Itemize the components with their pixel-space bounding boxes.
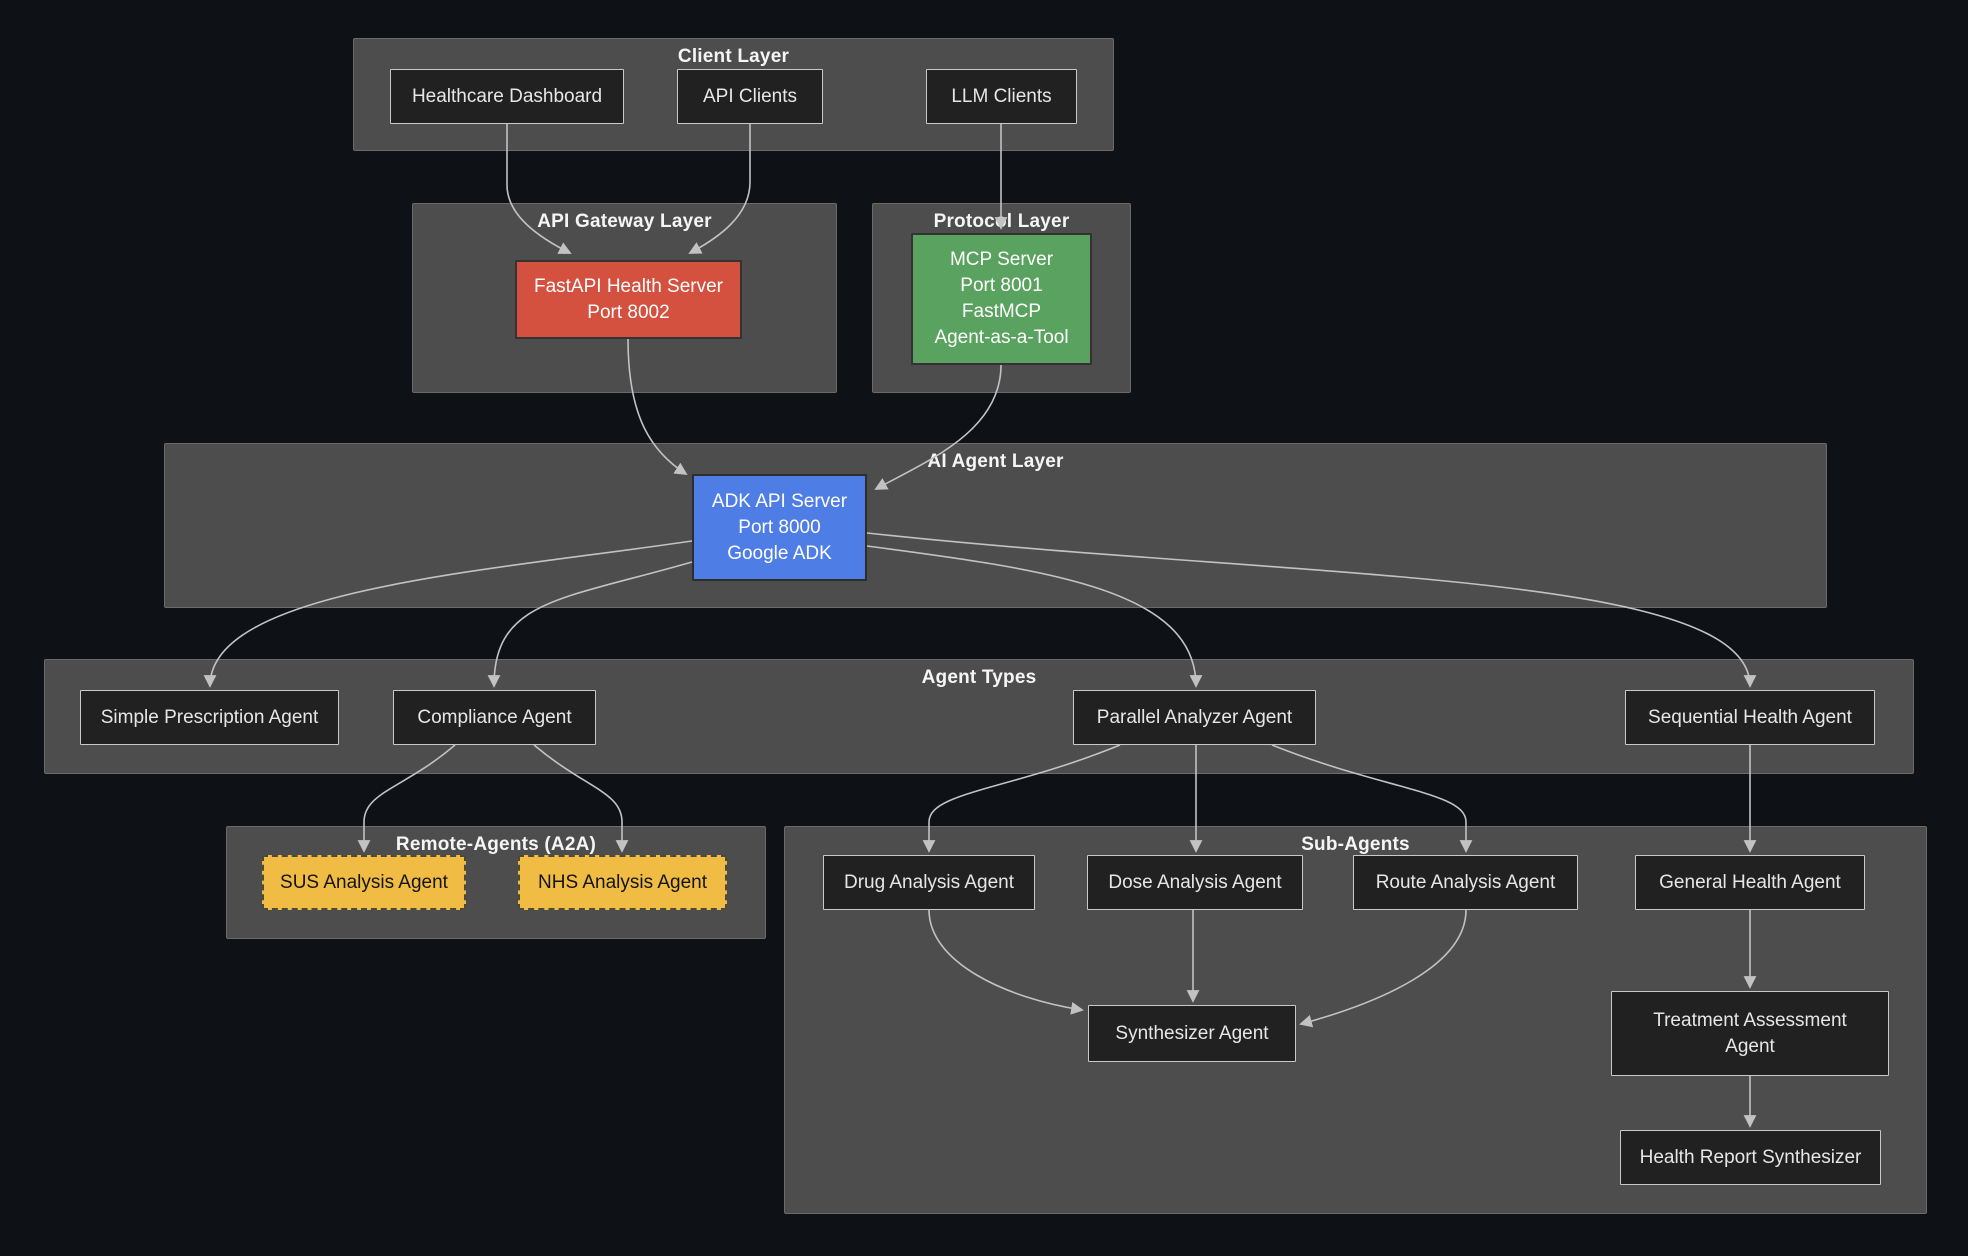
node-dose-analysis-agent: Dose Analysis Agent <box>1087 855 1303 910</box>
node-treatment-assessment-agent: Treatment Assessment Agent <box>1611 991 1889 1076</box>
node-fastapi-health-server: FastAPI Health Server Port 8002 <box>515 260 742 339</box>
node-sequential-health-agent: Sequential Health Agent <box>1625 690 1875 745</box>
node-label: Compliance Agent <box>417 706 572 728</box>
node-label: Sequential Health Agent <box>1648 706 1852 728</box>
node-drug-analysis-agent: Drug Analysis Agent <box>823 855 1035 910</box>
group-title-client-layer: Client Layer <box>677 46 790 67</box>
node-simple-prescription-agent: Simple Prescription Agent <box>80 690 339 745</box>
group-title-remote-agents-a2a: Remote-Agents (A2A) <box>395 834 597 855</box>
node-sus-analysis-agent: SUS Analysis Agent <box>262 855 466 910</box>
node-mcp-server: MCP Server Port 8001 FastMCP Agent-as-a-… <box>911 233 1092 365</box>
node-label: Parallel Analyzer Agent <box>1096 706 1293 728</box>
node-adk-api-server: ADK API Server Port 8000 Google ADK <box>692 474 867 581</box>
group-title-api-gateway-layer: API Gateway Layer <box>537 211 712 232</box>
node-label: Health Report Synthesizer <box>1639 1146 1862 1168</box>
node-label: Drug Analysis Agent <box>843 871 1015 893</box>
node-label: Dose Analysis Agent <box>1108 871 1282 893</box>
group-title-protocol-layer: Protocol Layer <box>933 211 1070 232</box>
node-synthesizer-agent: Synthesizer Agent <box>1088 1005 1296 1062</box>
node-health-report-synthesizer: Health Report Synthesizer <box>1620 1130 1881 1185</box>
node-general-health-agent: General Health Agent <box>1635 855 1865 910</box>
node-label: Simple Prescription Agent <box>100 706 319 728</box>
node-parallel-analyzer-agent: Parallel Analyzer Agent <box>1073 690 1316 745</box>
node-nhs-analysis-agent: NHS Analysis Agent <box>518 855 727 910</box>
group-ai-agent-layer: AI Agent Layer <box>164 443 1827 608</box>
node-label: Route Analysis Agent <box>1375 871 1556 893</box>
group-api-gateway-layer: API Gateway Layer <box>412 203 837 393</box>
node-label: FastAPI Health Server Port 8002 <box>533 275 724 323</box>
group-title-ai-agent-layer: AI Agent Layer <box>927 451 1064 472</box>
node-route-analysis-agent: Route Analysis Agent <box>1353 855 1578 910</box>
node-compliance-agent: Compliance Agent <box>393 690 596 745</box>
node-label: SUS Analysis Agent <box>280 871 448 893</box>
group-title-sub-agents: Sub-Agents <box>1301 834 1410 855</box>
node-llm-clients: LLM Clients <box>926 69 1077 124</box>
node-label: Healthcare Dashboard <box>411 85 603 107</box>
node-label: Treatment Assessment Agent <box>1653 1009 1847 1057</box>
node-healthcare-dashboard: Healthcare Dashboard <box>390 69 624 124</box>
node-label: NHS Analysis Agent <box>538 871 707 893</box>
node-label: MCP Server Port 8001 FastMCP Agent-as-a-… <box>934 249 1069 348</box>
node-api-clients: API Clients <box>677 69 823 124</box>
node-label: General Health Agent <box>1659 871 1841 893</box>
node-label: ADK API Server Port 8000 Google ADK <box>711 490 848 564</box>
node-label: LLM Clients <box>951 85 1052 107</box>
group-title-agent-types: Agent Types <box>921 667 1037 688</box>
node-label: Synthesizer Agent <box>1115 1022 1269 1044</box>
node-label: API Clients <box>703 85 797 107</box>
